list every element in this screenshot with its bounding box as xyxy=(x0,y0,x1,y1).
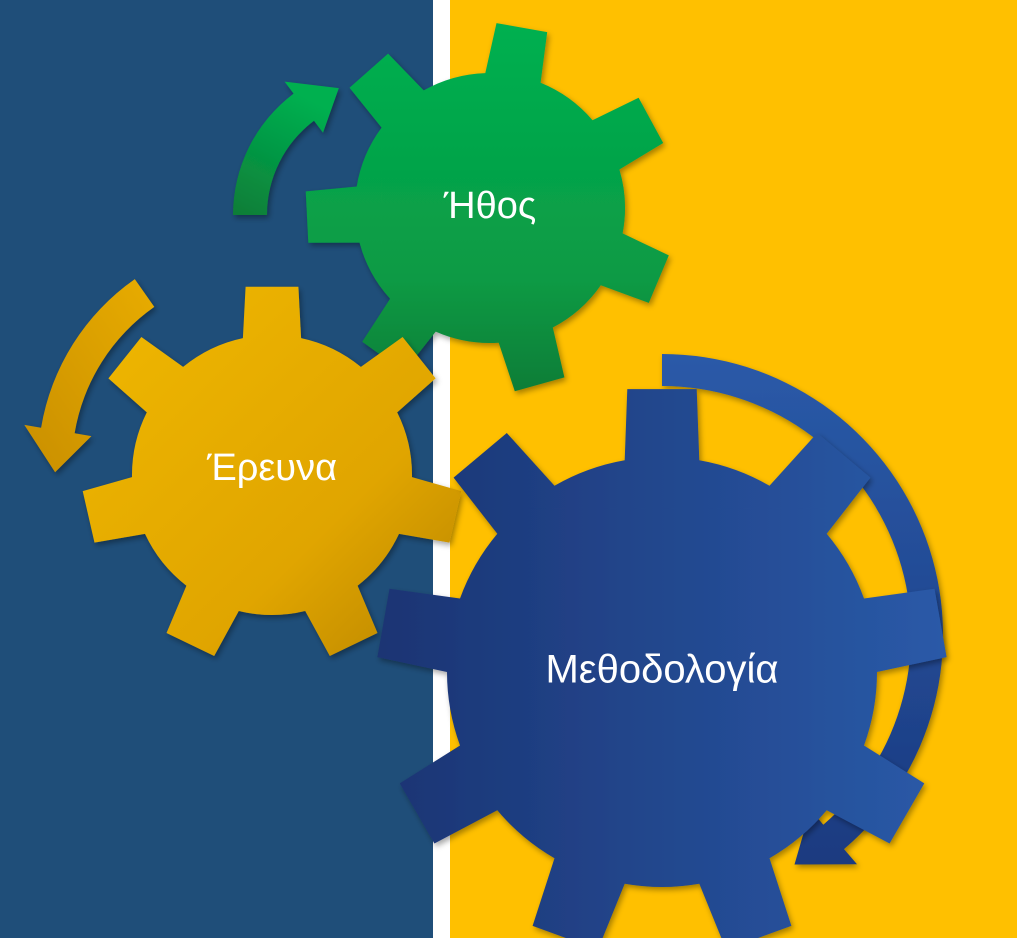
research-gear-icon xyxy=(82,286,462,656)
gear-research: Έρευνα xyxy=(82,286,462,656)
gear-label-methodology: Μεθοδολογία xyxy=(545,648,778,692)
blue-cycle-arrow-icon xyxy=(662,354,944,865)
gear-ethos: Ήθος xyxy=(305,23,669,392)
gold-cycle-arrow-icon xyxy=(24,279,155,473)
green-cycle-arrow-icon xyxy=(233,81,339,215)
gear-label-ethos: Ήθος xyxy=(443,185,536,227)
gear-label-research: Έρευνα xyxy=(206,447,337,489)
ethos-gear-icon xyxy=(305,23,669,392)
gear-methodology: Μεθοδολογία xyxy=(377,389,947,938)
methodology-gear-icon xyxy=(377,389,947,938)
